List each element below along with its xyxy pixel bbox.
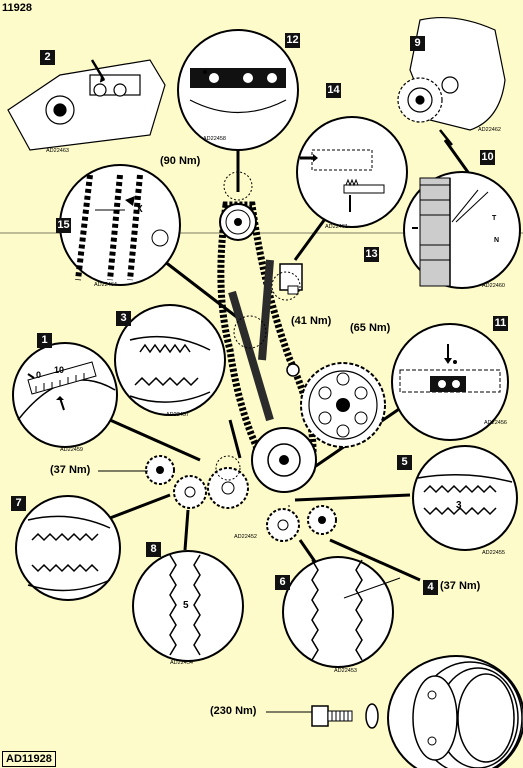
camshaft-sprocket (219, 203, 257, 241)
callout-6: 6 (275, 575, 290, 590)
code-ad22456: AD22456 (484, 420, 507, 426)
code-ad22462: AD22462 (478, 127, 501, 133)
callout-5: 5 (397, 455, 412, 470)
code-ad22453: AD22453 (334, 668, 357, 674)
balancer-gears (145, 455, 337, 542)
detail-7-circle (15, 495, 121, 601)
detail-15-circle (59, 164, 181, 286)
doc-number: 11928 (2, 2, 32, 14)
callout-14: 14 (326, 83, 341, 98)
callout-9: 9 (410, 36, 425, 51)
callout-12: 12 (285, 33, 300, 48)
torque-41: (41 Nm) (291, 315, 332, 327)
code-ad22464: AD22464 (94, 282, 117, 288)
code-ad22455: AD22455 (482, 550, 505, 556)
callout-2: 2 (40, 50, 55, 65)
code-ad22459: AD22459 (60, 447, 83, 453)
mark-5: 5 (183, 600, 189, 611)
detail-5-circle (412, 445, 518, 551)
detail-12-circle (177, 29, 299, 151)
callout-8: 8 (146, 542, 161, 557)
torque-90: (90 Nm) (160, 155, 201, 167)
callout-3: 3 (116, 311, 131, 326)
x-mark: X (136, 204, 143, 215)
detail-10-circle (403, 171, 521, 289)
code-ad22463: AD22463 (46, 148, 69, 154)
detail-2-drawing (7, 59, 166, 151)
mark-3: 3 (456, 500, 462, 511)
torque-230: (230 Nm) (210, 705, 257, 717)
callout-7: 7 (11, 496, 26, 511)
code-ad22457: AD22457 (166, 412, 189, 418)
scale-mark-0: 0 (36, 370, 42, 380)
torque-37-left: (37 Nm) (50, 464, 91, 476)
tensioner (279, 263, 303, 295)
callout-4: 4 (423, 580, 438, 595)
n-mark: N (494, 237, 500, 244)
callout-13: 13 (364, 247, 379, 262)
detail-14-circle (296, 116, 408, 228)
code-ad22460: AD22460 (482, 283, 505, 289)
callout-11: 11 (493, 316, 508, 331)
detail-8-circle (132, 550, 244, 662)
oil-pump-gear (300, 362, 386, 448)
footer-tag: AD11928 (2, 751, 56, 767)
torque-65: (65 Nm) (350, 322, 391, 334)
crank-bolt (311, 703, 379, 729)
callout-10: 10 (480, 150, 495, 165)
code-ad22454: AD22454 (170, 660, 193, 666)
idler-bolt (286, 363, 300, 377)
chain-guide-left (228, 290, 274, 422)
t-mark: T (492, 215, 497, 222)
code-ad22452: AD22452 (234, 534, 257, 540)
detail-1-circle (12, 342, 118, 448)
detail-9-drawing (397, 16, 506, 146)
detail-11-circle (391, 323, 509, 441)
main-assembly (145, 171, 386, 542)
detail-6-circle (282, 556, 394, 668)
crank-pulley (387, 655, 523, 768)
callout-1: 1 (37, 333, 52, 348)
detail-3-circle (114, 304, 226, 416)
chain-guide-right (258, 259, 274, 361)
scale-mark-10: 10 (54, 365, 65, 375)
code-ad22458: AD22458 (203, 136, 226, 142)
callout-15: 15 (56, 218, 71, 233)
code-ad22461: AD22461 (325, 224, 348, 230)
crank-sprocket (251, 427, 317, 493)
torque-37-right: (37 Nm) (440, 580, 481, 592)
